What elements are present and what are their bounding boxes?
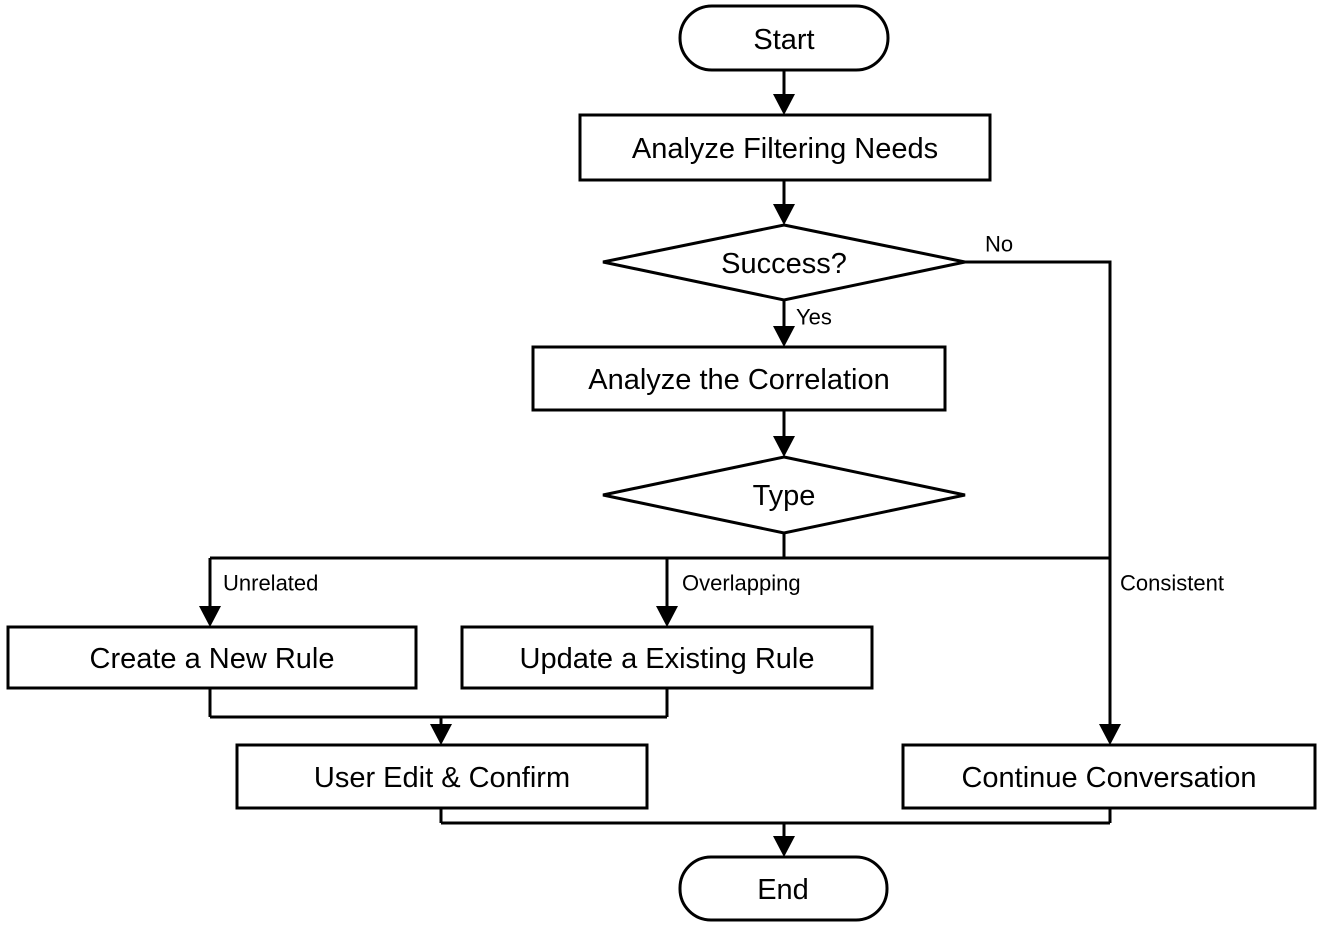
node-create-new-rule: Create a New Rule <box>6 625 418 690</box>
node-update-existing-rule: Update a Existing Rule <box>460 625 874 690</box>
node-success-decision: Success? <box>602 223 966 302</box>
arrowhead-into-analyze-filtering-needs <box>773 94 795 115</box>
edge-label-consistent: Consistent <box>1120 571 1224 596</box>
node-continue-conversation: Continue Conversation <box>901 743 1317 810</box>
edge-label-yes: Yes <box>796 305 832 330</box>
end-node-label: End <box>757 874 809 906</box>
user-edit-confirm-node-label: User Edit & Confirm <box>314 762 570 794</box>
create-new-rule-node-label: Create a New Rule <box>90 643 335 675</box>
edge-merge-to-end <box>439 808 1112 839</box>
arrowhead-into-type <box>773 436 795 457</box>
analyze-filtering-needs-node-label: Analyze Filtering Needs <box>632 133 938 165</box>
success-decision-label: Success? <box>721 248 847 280</box>
edge-label-overlapping: Overlapping <box>682 571 801 596</box>
continue-conversation-node-label: Continue Conversation <box>961 762 1256 794</box>
edge-label-no: No <box>985 232 1013 257</box>
user-edit-confirm-node-shape <box>235 743 649 810</box>
update-existing-rule-node-shape <box>460 625 874 690</box>
node-start: Start <box>678 4 890 72</box>
arrowhead-into-create-new-rule <box>199 606 221 627</box>
create-new-rule-node-shape <box>6 625 418 690</box>
arrowhead-into-success <box>773 204 795 225</box>
type-decision-shape <box>602 455 966 535</box>
arrowhead-into-analyze-correlation <box>773 326 795 347</box>
update-existing-rule-node-label: Update a Existing Rule <box>520 643 815 675</box>
node-type-decision: Type <box>602 455 966 535</box>
success-decision-shape <box>602 223 966 302</box>
start-node-label: Start <box>753 24 814 56</box>
arrowhead-into-continue-conversation <box>1099 724 1121 745</box>
analyze-filtering-needs-node-shape <box>578 113 992 182</box>
start-node-shape <box>678 4 890 72</box>
node-analyze-filtering-needs: Analyze Filtering Needs <box>578 113 992 182</box>
arrowhead-into-end <box>773 836 795 857</box>
edge-type-branch-rail <box>210 533 1110 560</box>
node-end: End <box>678 855 889 922</box>
type-decision-label: Type <box>753 480 816 512</box>
edge-merge-to-user-edit-confirm <box>208 688 669 727</box>
node-analyze-correlation: Analyze the Correlation <box>531 345 947 412</box>
node-user-edit-confirm: User Edit & Confirm <box>235 743 649 810</box>
edges <box>199 70 1121 857</box>
analyze-correlation-node-shape <box>531 345 947 412</box>
arrowhead-into-user-edit-confirm <box>430 724 452 745</box>
continue-conversation-node-shape <box>901 743 1317 810</box>
end-node-shape <box>678 855 889 922</box>
arrowhead-into-update-existing-rule <box>656 606 678 627</box>
edge-label-unrelated: Unrelated <box>223 571 318 596</box>
analyze-correlation-node-label: Analyze the Correlation <box>588 364 889 396</box>
edge-labels: No Yes Unrelated Overlapping Consistent <box>223 232 1224 596</box>
edge-success-no-to-continue-conversation <box>965 260 1112 727</box>
